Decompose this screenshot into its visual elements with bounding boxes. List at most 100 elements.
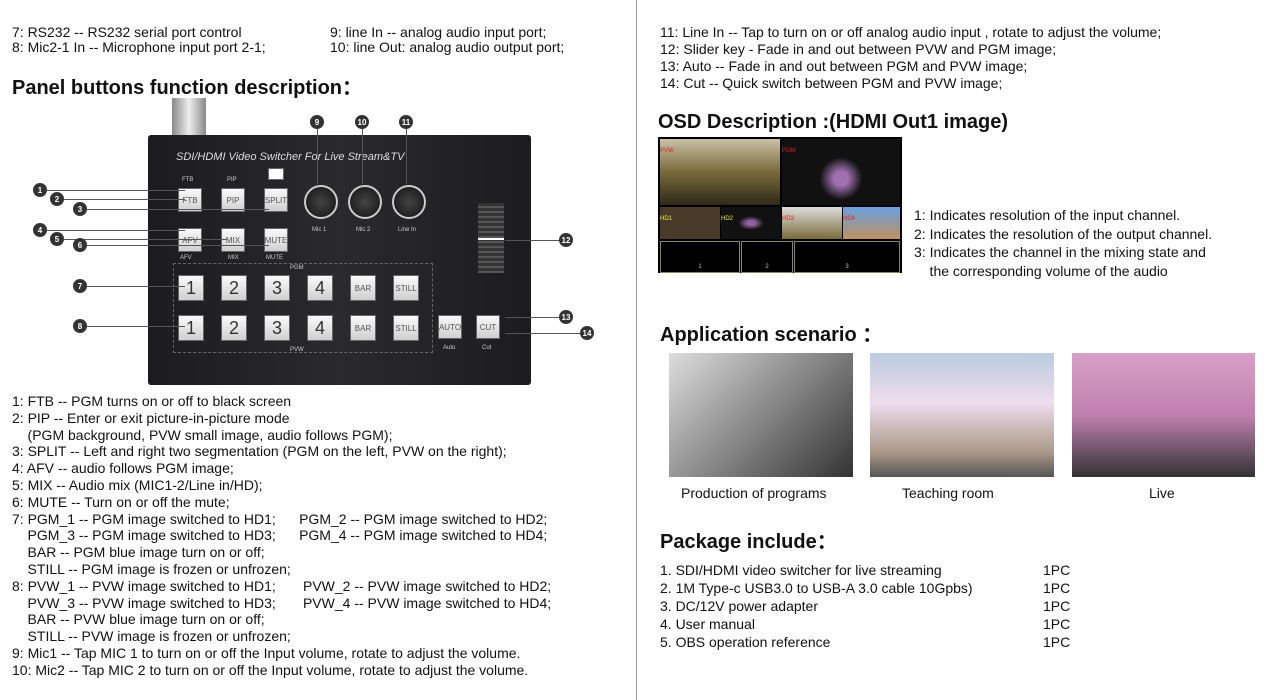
callout-marker: 8 [73, 319, 87, 333]
cut-label: Cut [482, 345, 492, 351]
callout-line [406, 129, 407, 184]
spec-line: 8: Mic2-1 In -- Microphone input port 2-… [12, 39, 266, 55]
t-bar-slider[interactable] [478, 203, 504, 273]
callout-marker: 5 [50, 232, 64, 246]
scenario-image-live [1072, 353, 1255, 477]
pvw-button-1[interactable]: 1 [178, 315, 204, 341]
callout-marker: 10 [355, 115, 369, 129]
spec-line: 9: line In -- analog audio input port; [330, 24, 547, 40]
application-heading: Application scenario ： [660, 324, 883, 346]
package-qty: 1PC [1043, 580, 1071, 596]
pip-button[interactable]: PIP [221, 188, 245, 212]
mic1-label: Mic 1 [312, 227, 327, 233]
callout-line [47, 230, 185, 231]
page-divider [636, 0, 637, 700]
cut-button[interactable]: CUT [476, 315, 500, 339]
linein-label: Line In [398, 227, 417, 233]
callout-marker: 9 [310, 115, 324, 129]
callout-marker: 3 [73, 202, 87, 216]
mic1-knob[interactable] [304, 185, 338, 219]
description-line: 6: MUTE -- Turn on or off the mute; [12, 493, 230, 510]
afv-button[interactable]: AFV [178, 228, 202, 252]
callout-line [87, 286, 185, 287]
callout-marker: 2 [50, 192, 64, 206]
description-line: STILL -- PGM image is frozen or unfrozen… [12, 561, 291, 577]
description-line: BAR -- PGM blue image turn on or off; [12, 544, 265, 561]
ftb-button[interactable]: FTB [178, 188, 202, 212]
pgm-button-2[interactable]: 2 [221, 275, 247, 301]
callout-marker: 11 [399, 115, 413, 129]
osd-note: 2: Indicates the resolution of the outpu… [914, 225, 1213, 242]
package-item: 2. 1M Type-c USB3.0 to USB-A 3.0 cable 1… [660, 580, 973, 596]
package-qty: 1PC [1043, 616, 1071, 632]
device-title: SDI/HDMI Video Switcher For Live Stream&… [176, 151, 405, 163]
package-item: 4. User manual [660, 616, 755, 632]
scenario-caption: Live [1149, 485, 1175, 501]
package-qty: 1PC [1043, 598, 1071, 614]
description-line: PVW_3 -- PVW image switched to HD3; PVW_… [12, 594, 552, 611]
description-line: 13: Auto -- Fade in and out between PGM … [660, 58, 1028, 74]
callout-line [64, 239, 227, 240]
description-line: 5: MIX -- Audio mix (MIC1-2/Line in/HD); [12, 477, 263, 493]
description-line: 4: AFV -- audio follows PGM image; [12, 460, 234, 477]
mic2-knob[interactable] [348, 185, 382, 219]
callout-marker: 4 [33, 223, 47, 237]
callout-line [505, 333, 587, 334]
scenario-caption: Production of programs [681, 485, 827, 501]
scenario-image-teaching [870, 353, 1054, 477]
mic2-label: Mic 2 [356, 227, 371, 233]
auto-button[interactable]: AUTO [438, 315, 462, 339]
description-line: 12: Slider key - Fade in and out between… [660, 41, 1057, 57]
mute-label: MUTE [266, 255, 283, 261]
osd-image: PVW PGM HD1 HD2 HD3 HD4 1 2 3 [658, 137, 902, 273]
callout-line [362, 129, 363, 184]
auto-label: Auto [443, 345, 456, 351]
callout-marker: 1 [33, 183, 47, 197]
package-qty: 1PC [1043, 634, 1071, 650]
osd-note: 3: Indicates the channel in the mixing s… [914, 244, 1206, 260]
package-item: 3. DC/12V power adapter [660, 598, 818, 614]
ftb-label: FTB [182, 177, 194, 183]
callout-marker: 7 [73, 279, 87, 293]
pgm-button-4[interactable]: 4 [307, 275, 333, 301]
callout-marker: 13 [559, 310, 573, 324]
callout-line [317, 129, 318, 184]
mix-label: MIX [228, 255, 239, 261]
description-line: 7: PGM_1 -- PGM image switched to HD1; P… [12, 510, 548, 527]
callout-marker: 6 [73, 238, 87, 252]
description-line: STILL -- PVW image is frozen or unfrozen… [12, 628, 291, 645]
pgm-button-1[interactable]: 1 [178, 275, 204, 301]
pvw-button-4[interactable]: 4 [307, 315, 333, 341]
description-line: 2: PIP -- Enter or exit picture-in-pictu… [12, 409, 290, 426]
pgm-button-3[interactable]: 3 [264, 275, 290, 301]
description-line: 9: Mic1 -- Tap MIC 1 to turn on or off t… [12, 645, 521, 661]
spec-line: 7: RS232 -- RS232 serial port control [12, 24, 242, 40]
mix-button[interactable]: MIX [221, 228, 245, 252]
pvw-button-3[interactable]: 3 [264, 315, 290, 341]
pgm-button-bar[interactable]: BAR [350, 275, 376, 301]
package-item: 5. OBS operation reference [660, 634, 831, 650]
callout-line [64, 199, 185, 200]
mute-button[interactable]: MUTE [264, 228, 288, 252]
package-heading: Package include： [660, 531, 837, 553]
split-button[interactable]: SPLIT [264, 188, 288, 212]
callout-line [47, 190, 185, 191]
afv-label: AFV [180, 255, 192, 261]
description-line: PGM_3 -- PGM image switched to HD3; PGM_… [12, 527, 548, 544]
description-line: 11: Line In -- Tap to turn on or off ana… [660, 24, 1162, 40]
pvw-button-still[interactable]: STILL [393, 315, 419, 341]
device-panel: SDI/HDMI Video Switcher For Live Stream&… [148, 135, 531, 385]
button-group-frame [173, 263, 433, 353]
linein-knob[interactable] [392, 185, 426, 219]
pip-label: PIP [227, 177, 237, 183]
description-line: (PGM background, PVW small image, audio … [12, 426, 393, 443]
split-icon [268, 168, 284, 180]
bnc-connector [172, 98, 206, 136]
pgm-label: PGM [290, 265, 304, 271]
callout-marker: 14 [580, 326, 594, 340]
description-line: 1: FTB -- PGM turns on or off to black s… [12, 393, 292, 409]
pgm-button-still[interactable]: STILL [393, 275, 419, 301]
pvw-button-bar[interactable]: BAR [350, 315, 376, 341]
pvw-button-2[interactable]: 2 [221, 315, 247, 341]
description-line: 8: PVW_1 -- PVW image switched to HD1; P… [12, 577, 552, 594]
